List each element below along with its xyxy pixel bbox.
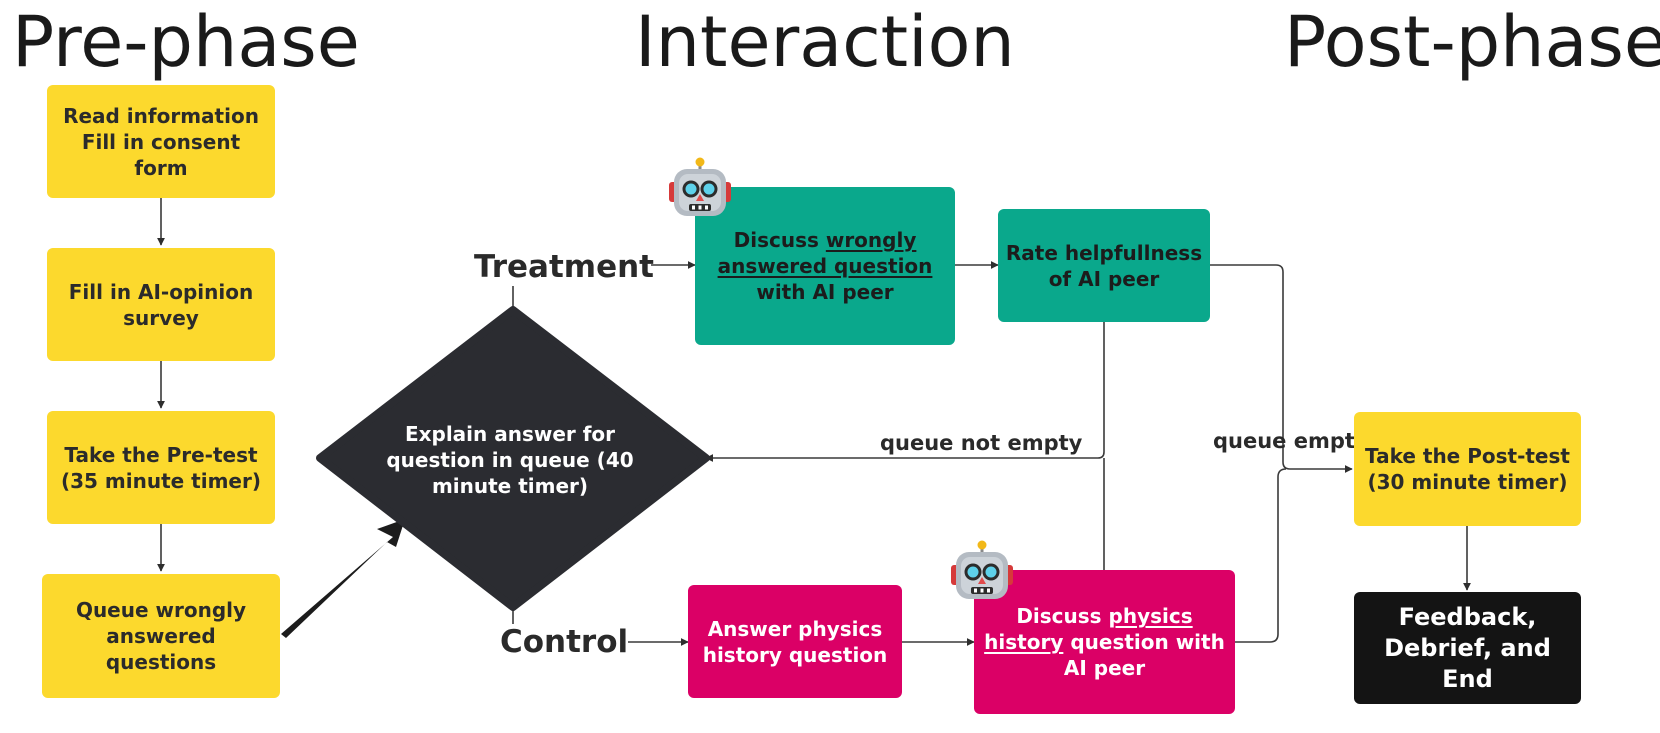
discuss-physics-line-2: history question with — [984, 629, 1225, 655]
robot-icon — [951, 540, 1013, 599]
explain-line-1: Explain answer for — [404, 422, 616, 446]
ai-opinion-line-1: Fill in AI-opinion — [68, 279, 254, 304]
read-information-line-2: Fill in consent form — [81, 129, 241, 180]
arrow-queue-not-empty — [705, 322, 1105, 462]
explain-answer-text: Explain answer for question in queue (40… — [360, 410, 660, 510]
wrongly-link-text: wrongly — [825, 228, 917, 252]
feedback-debrief-end-box: Feedback, Debrief, and End — [1354, 592, 1581, 704]
discuss-wrong-word: Discuss — [733, 228, 826, 252]
feedback-line-2: Debrief, and End — [1384, 633, 1551, 693]
arrow-queue-to-explain — [281, 519, 405, 638]
heading-pre-phase: Pre-phase — [12, 1, 360, 83]
answer-physics-line-2: history question — [702, 642, 888, 667]
heading-post-phase: Post-phase — [1284, 1, 1660, 83]
queue-wrong-line-2: answered questions — [105, 624, 217, 674]
ai-opinion-line-2: survey — [123, 305, 199, 330]
answered-question-link-text: answered question — [717, 254, 933, 278]
pre-test-box: Take the Pre-test (35 minute timer) — [47, 411, 275, 524]
pre-test-line-2: (35 minute timer) — [60, 468, 262, 493]
queue-wrong-answers-box: Queue wrongly answered questions — [42, 574, 280, 698]
rate-line-1: Rate helpfullness — [1005, 240, 1203, 265]
post-test-line-2: (30 minute timer) — [1367, 470, 1568, 494]
read-information-box: Read information Fill in consent form — [47, 85, 275, 198]
queue-empty-label: queue empty — [1213, 429, 1369, 453]
physics-link-text: physics — [1108, 604, 1193, 628]
history-link-text: history — [984, 630, 1064, 654]
post-test-line-1: Take the Post-test — [1365, 444, 1570, 468]
arrow-rate-to-posttest — [1210, 264, 1353, 473]
rate-line-2: of AI peer — [1048, 266, 1160, 291]
heading-interaction: Interaction — [635, 1, 1015, 83]
discuss-wrong-line-2: answered question — [718, 253, 933, 279]
discuss-wrong-line-1: Discuss wrongly — [718, 227, 933, 253]
queue-not-empty-label: queue not empty — [880, 431, 1083, 455]
discuss-physics-box: Discuss physics history question with AI… — [974, 570, 1235, 714]
treatment-label: Treatment — [474, 249, 655, 285]
discuss-wrong-line-3: with AI peer — [756, 280, 894, 304]
answer-physics-line-1: Answer physics — [707, 616, 883, 641]
pre-test-line-1: Take the Pre-test — [64, 442, 258, 467]
explain-line-2: question in queue — [386, 448, 590, 472]
rate-helpfulness-box: Rate helpfullness of AI peer — [998, 209, 1210, 322]
control-label: Control — [500, 624, 629, 660]
post-test-box: Take the Post-test (30 minute timer) — [1354, 412, 1581, 526]
question-with-text: question with — [1063, 630, 1225, 654]
discuss-wrong-answer-box: Discuss wrongly answered question with A… — [695, 187, 955, 345]
discuss-physics-line-1: Discuss physics — [984, 603, 1225, 629]
explain-diamond — [316, 306, 710, 611]
ai-opinion-survey-box: Fill in AI-opinion survey — [47, 248, 275, 361]
read-information-line-1: Read information — [63, 103, 259, 128]
arrow-discuss-physics-to-posttest — [1235, 468, 1287, 643]
discuss-physics-word: Discuss — [1016, 604, 1109, 628]
explain-line-3: (40 minute timer) — [431, 448, 634, 498]
robot-icon — [669, 157, 731, 216]
feedback-line-1: Feedback, — [1398, 602, 1537, 631]
queue-wrong-line-1: Queue wrongly — [75, 598, 247, 622]
answer-physics-box: Answer physics history question — [688, 585, 902, 698]
discuss-physics-line-3: AI peer — [1063, 656, 1146, 680]
